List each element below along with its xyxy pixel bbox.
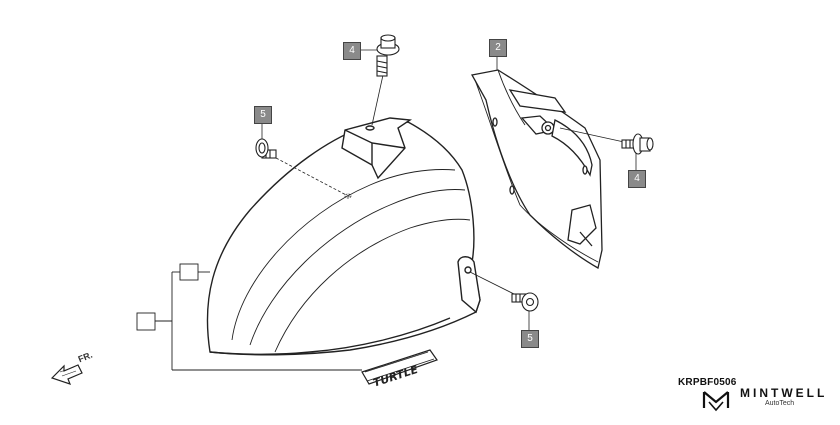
diagram-code: KRPBF0506 <box>678 377 737 388</box>
leader-bolt-right <box>559 127 625 143</box>
flange-bolt-right <box>621 133 654 155</box>
leader-screw-bottom <box>469 271 519 297</box>
inner-fender-panel <box>470 69 603 269</box>
callout-bolt-top: 4 <box>343 42 361 60</box>
screw-bottom <box>511 292 539 312</box>
leader-bolt-top <box>371 74 384 126</box>
callout-screw-left: 5 <box>254 106 272 124</box>
screw-left <box>255 138 277 159</box>
callout-bolt-right: 4 <box>628 170 646 188</box>
watermark-brand: MINTWELL <box>740 386 828 400</box>
blank-reference-bracket <box>136 263 362 371</box>
front-fender <box>206 117 481 385</box>
hidden-line <box>275 157 351 198</box>
watermark-sub: AutoTech <box>765 400 795 407</box>
flange-bolt-top <box>376 34 400 77</box>
front-direction-arrow <box>50 364 83 385</box>
mintwell-logo <box>702 391 730 412</box>
callout-screw-bottom: 5 <box>521 330 539 348</box>
callout-panel: 2 <box>489 39 507 57</box>
